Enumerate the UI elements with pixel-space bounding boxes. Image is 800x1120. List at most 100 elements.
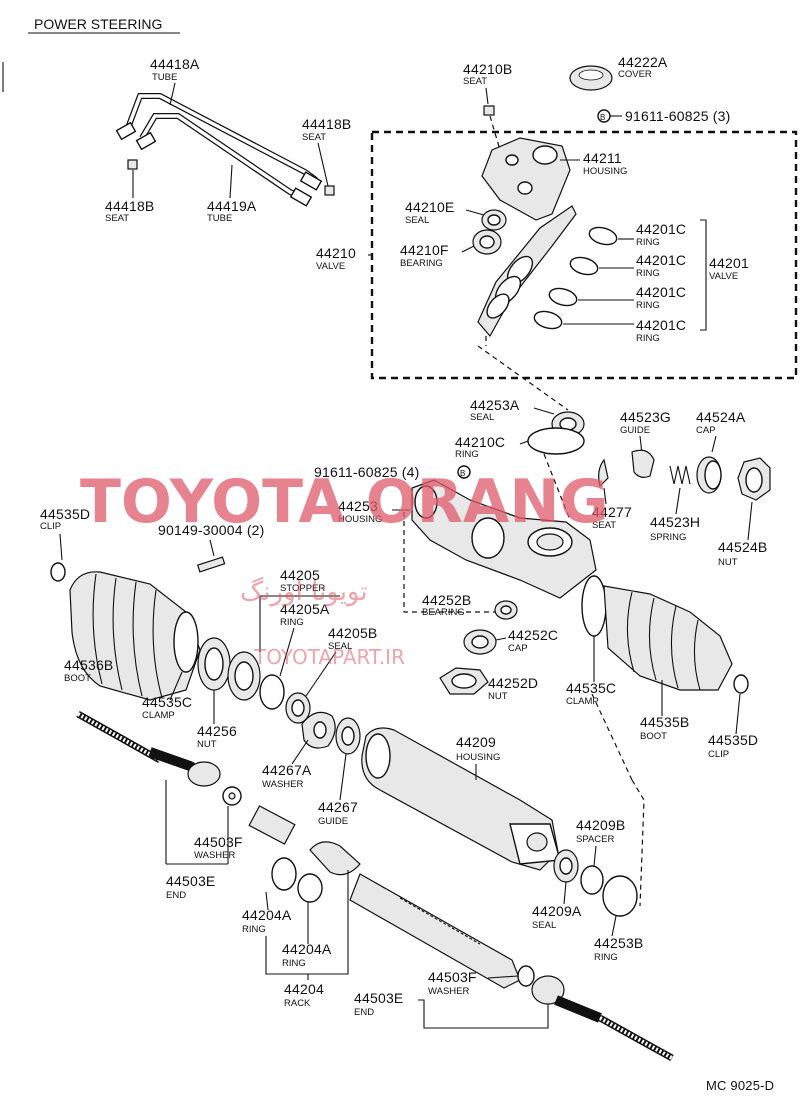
part-name-44503E-right: END xyxy=(354,1007,374,1018)
part-name-44201C-2: RING xyxy=(636,268,660,279)
leader-44252C xyxy=(495,637,507,641)
part-name-44252B: BEARING xyxy=(422,607,465,618)
part-number-91611-top: 91611-60825 (3) xyxy=(625,108,730,124)
part-number-44205B: 44205B xyxy=(328,625,377,641)
part-name-44418A: TUBE xyxy=(152,72,177,83)
bearing-44210F-drawing xyxy=(472,229,502,255)
part-name-44252C: CAP xyxy=(508,643,528,654)
part-number-90149: 90149-30004 (2) xyxy=(158,522,265,538)
part-number-44201C-2: 44201C xyxy=(636,252,686,268)
part-name-44209: HOUSING xyxy=(456,752,500,763)
part-name-44503E-left: END xyxy=(166,890,186,901)
part-name-44210B: SEAT xyxy=(463,76,487,87)
leader-44267A xyxy=(291,739,309,765)
part-name-44211: HOUSING xyxy=(583,166,627,177)
bolt-marker-mid-letter: B xyxy=(460,469,465,478)
leader-44209B xyxy=(593,845,597,867)
part-number-44535D-right: 44535D xyxy=(708,732,758,748)
part-name-44204A-1: RING xyxy=(242,924,266,935)
cover-44222A-drawing xyxy=(569,65,613,91)
part-number-44252C: 44252C xyxy=(508,627,558,643)
bolt-90149-drawing xyxy=(196,556,226,573)
part-name-44523G: GUIDE xyxy=(620,425,650,436)
part-number-44253B: 44253B xyxy=(594,935,643,951)
rack-44204-drawing xyxy=(248,805,521,989)
boot-44536B-drawing xyxy=(69,571,201,701)
part-number-44536B: 44536B xyxy=(64,657,113,673)
leader-44277 xyxy=(603,487,607,505)
seal-44205B-drawing xyxy=(285,692,311,724)
part-name-44536B: BOOT xyxy=(64,673,91,684)
part-name-44205B: SEAL xyxy=(328,641,352,652)
leader-44267 xyxy=(339,753,347,801)
leader-44523H xyxy=(675,487,681,515)
part-name-44205A: RING xyxy=(280,617,304,628)
part-number-44211: 44211 xyxy=(583,150,622,166)
seal-44209A-drawing xyxy=(553,849,579,883)
part-number-44205A: 44205A xyxy=(280,601,330,617)
bearing-44252B-drawing xyxy=(494,600,518,620)
housing-44209-drawing xyxy=(361,727,561,871)
part-number-44524B: 44524B xyxy=(718,539,767,555)
part-name-44535D-left: CLIP xyxy=(40,521,61,532)
part-number-44535C-right: 44535C xyxy=(566,680,616,696)
part-number-44523H: 44523H xyxy=(650,514,700,530)
clamp-44535C-right-drawing xyxy=(581,575,607,637)
watermark-persian: تویوتا اورنگ xyxy=(240,576,368,607)
part-name-44535C-left: CLAMP xyxy=(142,710,175,721)
guide-44523G-drawing xyxy=(631,449,655,478)
leader-44524B xyxy=(747,501,753,541)
nut-44252D-drawing xyxy=(439,667,489,695)
spacer-44209B-drawing xyxy=(580,865,604,895)
part-number-44209A: 44209A xyxy=(532,903,582,919)
spring-44523H-drawing xyxy=(669,465,691,485)
leader-44524A xyxy=(711,435,717,453)
part-number-44210B: 44210B xyxy=(463,61,512,77)
part-number-91611-mid: 91611-60825 (4) xyxy=(314,464,419,480)
part-name-44524B: NUT xyxy=(718,557,738,568)
part-number-44503E-left: 44503E xyxy=(166,873,215,889)
part-name-44209B: SPACER xyxy=(576,834,615,845)
ring-44210C-drawing xyxy=(527,427,585,455)
housing-44211-drawing xyxy=(481,137,571,221)
part-number-44209: 44209 xyxy=(456,734,496,750)
cap-44252C-drawing xyxy=(463,629,497,655)
part-name-44210C: RING xyxy=(455,449,479,460)
part-name-44418B-top: SEAT xyxy=(302,132,326,143)
leader-44210F xyxy=(461,245,475,253)
part-name-44267: GUIDE xyxy=(318,816,348,827)
part-name-44252D: NUT xyxy=(488,691,508,702)
leader-44209A xyxy=(563,881,567,905)
part-number-44210F: 44210F xyxy=(400,242,449,258)
part-name-44523H: SPRING xyxy=(650,532,686,543)
rings-44201C-drawing xyxy=(533,226,618,330)
bracket-44503E-right xyxy=(418,999,549,1029)
part-number-44418B-top: 44418B xyxy=(302,116,351,132)
guide-ring-44253B xyxy=(631,779,645,907)
part-number-44201C-1: 44201C xyxy=(636,221,686,237)
valve-assembly-box xyxy=(370,130,798,380)
part-number-44503E-right: 44503E xyxy=(354,990,403,1006)
bolt-marker-mid xyxy=(457,465,471,479)
part-name-44201C-4: RING xyxy=(636,333,660,344)
washer-44267A-drawing xyxy=(301,711,336,749)
part-name-44222A: COVER xyxy=(618,69,652,80)
end-44503E-right-drawing xyxy=(531,975,674,1062)
part-number-44503F-left: 44503F xyxy=(194,834,243,850)
part-number-44535C-left: 44535C xyxy=(142,694,192,710)
part-number-44418A: 44418A xyxy=(150,56,200,72)
leader-90149 xyxy=(209,539,215,557)
leader-44205B xyxy=(305,651,337,697)
part-name-44253A: SEAL xyxy=(470,412,494,423)
clip-44535D-right-drawing xyxy=(733,674,749,694)
guide-boot-housing xyxy=(591,693,633,781)
guide-valve-housing xyxy=(477,345,569,411)
part-number-44222A: 44222A xyxy=(618,54,668,70)
part-number-44210E: 44210E xyxy=(405,199,454,215)
part-number-44253: 44253 xyxy=(338,498,378,514)
end-44503E-left-drawing xyxy=(76,710,221,787)
part-number-44209B: 44209B xyxy=(576,817,625,833)
part-number-44277: 44277 xyxy=(592,504,632,520)
